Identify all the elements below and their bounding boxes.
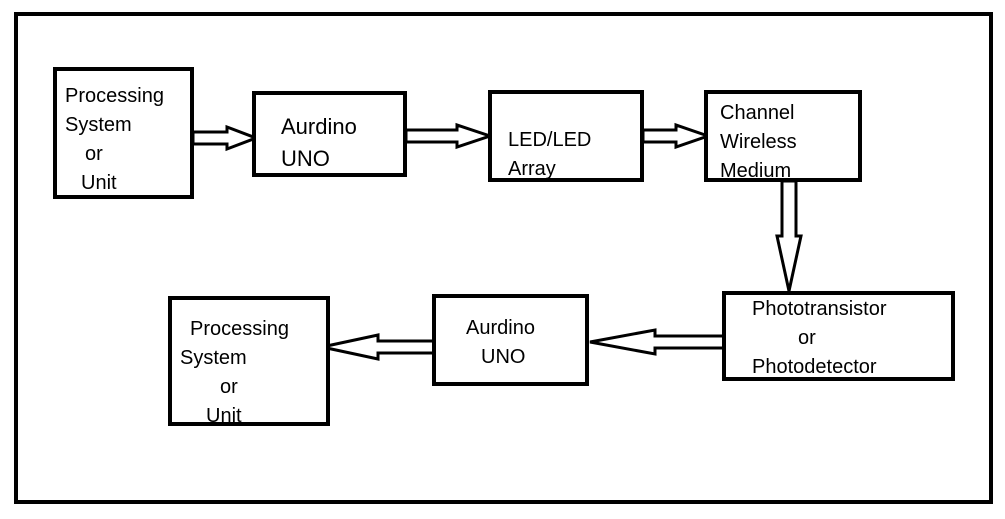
- box-text-line: Processing: [65, 85, 164, 107]
- box-text-line: Wireless: [720, 131, 797, 153]
- box-text-line: Phototransistor: [752, 298, 887, 320]
- box-text-line: Photodetector: [752, 356, 877, 378]
- box-text-line: LED/LED: [508, 129, 592, 151]
- box-text-line: Aurdino: [281, 114, 357, 139]
- box-text-line: Array: [508, 158, 556, 180]
- diagram-frame: [14, 12, 993, 504]
- arrow-aurdino-to-processing: [321, 333, 436, 361]
- led-array-box: LED/LED Array: [488, 90, 644, 182]
- box-text-line: System: [65, 114, 132, 136]
- processing-unit-box-bottom: Processing System or Unit: [168, 296, 330, 427]
- arrow-processing-to-aurdino: [191, 124, 261, 152]
- box-text-line: Aurdino: [466, 317, 535, 339]
- arrow-phototransistor-to-aurdino: [589, 328, 727, 356]
- aurdino-uno-box-top: Aurdino UNO: [252, 91, 407, 177]
- box-text-line: or: [798, 327, 816, 349]
- arrow-channel-to-phototransistor: [775, 179, 803, 292]
- box-text-line: System: [180, 347, 247, 369]
- box-text-line: or: [220, 376, 238, 398]
- box-text-line: or: [85, 143, 103, 165]
- phototransistor-box: Phototransistor or Photodetector: [722, 291, 955, 381]
- box-text-line: Processing: [190, 318, 289, 340]
- aurdino-uno-box-bottom: Aurdino UNO: [432, 294, 589, 386]
- box-text-line: UNO: [281, 146, 330, 171]
- arrow-aurdino-to-led: [404, 122, 495, 150]
- arrow-led-to-channel: [641, 122, 713, 150]
- processing-unit-box-top: Processing System or Unit: [53, 67, 194, 199]
- box-text-line: Unit: [81, 172, 117, 194]
- box-text-line: Channel: [720, 102, 795, 124]
- channel-wireless-medium-box: Channel Wireless Medium: [704, 90, 862, 182]
- box-text-line: UNO: [481, 346, 526, 368]
- box-text-line: Medium: [720, 160, 792, 182]
- box-text-line: Unit: [206, 405, 242, 427]
